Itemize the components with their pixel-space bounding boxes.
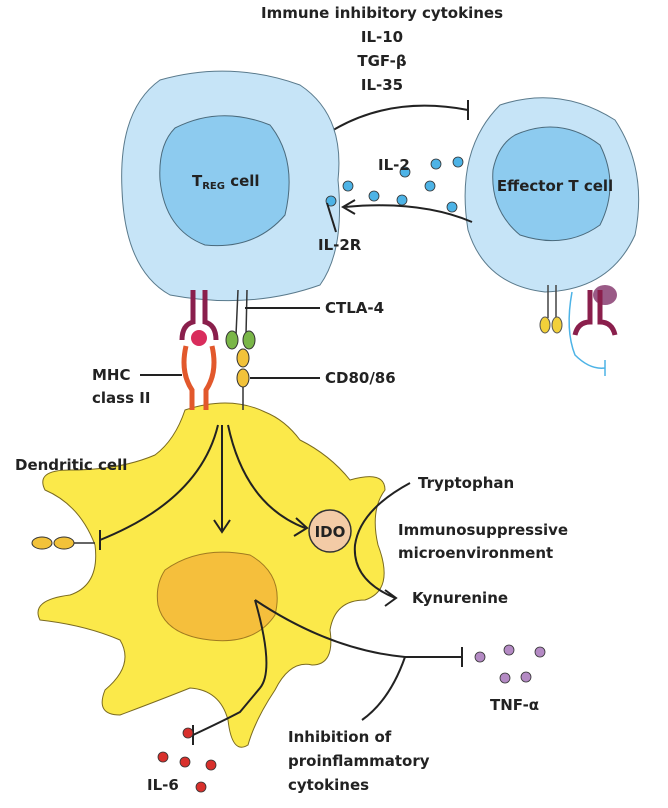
tcr-icon xyxy=(179,290,219,341)
immuno-label-line1: Immunosuppressive xyxy=(398,521,568,539)
ido-enzyme xyxy=(308,509,352,553)
cytokine-il35: IL-35 xyxy=(361,76,403,94)
cd80-label: CD80/86 xyxy=(325,369,396,387)
antigen-peptide xyxy=(191,330,207,346)
immuno-label-line2: microenvironment xyxy=(398,544,553,562)
effector-nucleus xyxy=(492,126,611,242)
cd80-icon xyxy=(236,348,250,368)
il2r-label: IL-2R xyxy=(318,236,362,254)
inhibit-tnf-arrow xyxy=(254,599,463,667)
il2r-pointer xyxy=(326,202,337,233)
dc-nucleus xyxy=(156,551,278,642)
nucleus-arrow xyxy=(213,425,231,534)
il2-molecules xyxy=(325,156,464,213)
effector-tcr-icon xyxy=(572,290,618,336)
tnf-label: TNF-α xyxy=(490,696,539,714)
cytokine-il10: IL-10 xyxy=(361,28,403,46)
surface-molecule-icon xyxy=(31,536,95,550)
ido-label: IDO xyxy=(315,523,346,541)
cytokine-tgfb: TGF-β xyxy=(357,52,407,70)
inhibition-label-line3: cytokines xyxy=(288,776,369,794)
inhibition-label-line2: proinflammatory xyxy=(288,752,430,770)
ctla4-label: CTLA-4 xyxy=(325,299,384,317)
tnf-molecules xyxy=(474,644,546,684)
effector-label: Effector T cell xyxy=(497,177,613,195)
inhibition-arrow-effector xyxy=(329,104,469,133)
il6-label: IL-6 xyxy=(147,776,179,794)
mhc-class-ii-icon xyxy=(181,345,217,410)
inhibit-label-connector xyxy=(361,656,406,721)
il2-label: IL-2 xyxy=(378,156,410,174)
ctla4-icon xyxy=(225,330,239,350)
tryptophan-label: Tryptophan xyxy=(418,474,514,492)
treg-cell: TREG cell xyxy=(121,70,340,302)
inhibition-label-line1: Inhibition of xyxy=(288,728,392,746)
dendritic-label: Dendritic cell xyxy=(15,456,127,474)
dendritic-cell xyxy=(37,402,386,748)
il6-molecules xyxy=(157,727,217,793)
treg-nucleus xyxy=(159,115,290,247)
cytokines-title: Immune inhibitory cytokines xyxy=(261,4,503,22)
effector-t-cell: Effector T cell xyxy=(464,97,640,376)
inhibit-surface-arrow xyxy=(99,424,219,550)
ido-arrow xyxy=(227,424,309,537)
mhc-label-line1: MHC xyxy=(92,366,131,384)
treg-label: TREG cell xyxy=(192,172,260,192)
mhc-label-line2: class II xyxy=(92,389,150,407)
kynurenine-label: Kynurenine xyxy=(412,589,508,607)
tryptophan-kynurenine-arrow xyxy=(353,482,411,607)
effector-receptor-blob xyxy=(593,285,617,305)
tcr-mhc-complex xyxy=(179,290,219,410)
ctla4-cd80-complex xyxy=(225,289,256,410)
il2-arrow xyxy=(341,199,473,223)
